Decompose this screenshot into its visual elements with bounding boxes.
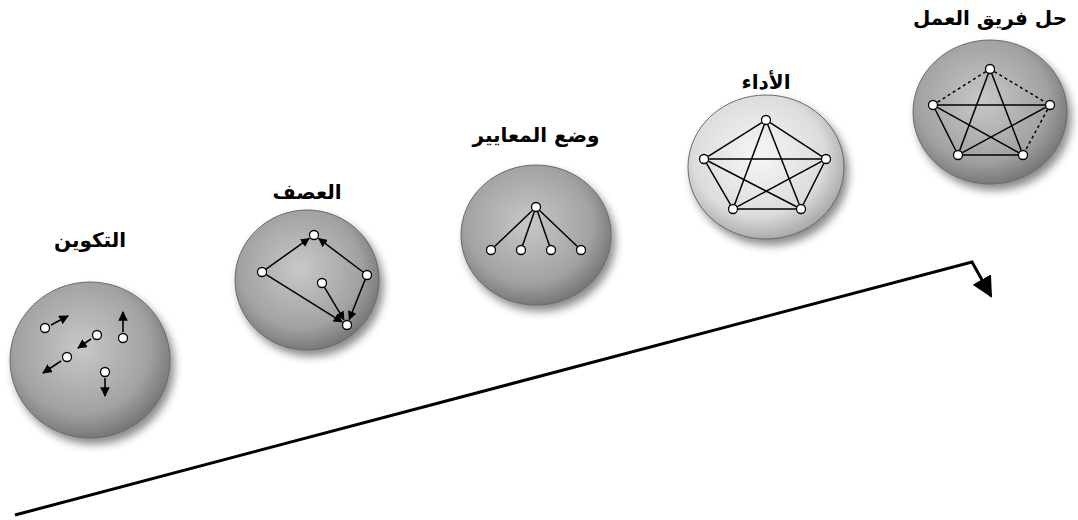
member-link — [938, 104, 1045, 106]
stage-circle: وضع المعايير — [461, 123, 611, 305]
stage-disc-fill — [235, 210, 379, 350]
member-dot — [822, 155, 831, 164]
member-link — [708, 161, 796, 206]
stage-disc — [901, 28, 1078, 196]
member-dot — [797, 205, 806, 214]
member-dot — [343, 321, 352, 330]
member-dot — [487, 246, 496, 255]
member-link — [540, 210, 578, 246]
stage-disc-fill — [688, 95, 844, 239]
member-link — [708, 123, 762, 157]
member-link — [319, 239, 363, 272]
member-link — [707, 163, 731, 204]
member-dot — [954, 151, 963, 160]
member-link — [538, 212, 550, 246]
member-link — [738, 208, 796, 210]
member-link — [1025, 109, 1047, 150]
member-dot — [318, 279, 327, 288]
member-dot — [41, 324, 50, 333]
member-dot — [93, 331, 102, 340]
stage-disc — [676, 83, 856, 251]
stage-circle: حل فريق العمل — [907, 6, 1073, 184]
stage-disc-fill — [913, 40, 1067, 184]
stage-label: حل فريق العمل — [907, 6, 1073, 30]
member-link — [937, 72, 986, 103]
stage-circle: التكوين — [10, 228, 170, 438]
member-dot — [1019, 151, 1028, 160]
member-dot — [1046, 101, 1055, 110]
motion-arrow — [51, 316, 68, 325]
member-link — [709, 158, 821, 160]
member-link — [937, 107, 1018, 152]
member-link — [325, 287, 344, 320]
member-link — [963, 154, 1018, 156]
member-dot — [258, 268, 267, 277]
member-dot — [119, 334, 128, 343]
member-dot — [101, 368, 110, 377]
member-link — [523, 212, 535, 246]
member-link — [349, 280, 365, 320]
member-dot — [63, 353, 72, 362]
member-dot — [762, 116, 771, 125]
stage-label: الأداء — [688, 70, 844, 94]
stage-circle: الأداء — [688, 70, 844, 239]
motion-arrow — [43, 361, 61, 373]
member-link — [266, 238, 309, 269]
stage-label: التكوين — [10, 228, 170, 252]
member-dot — [577, 246, 586, 255]
motion-arrow — [104, 378, 106, 396]
member-link — [768, 125, 799, 205]
stage-disc-fill — [10, 282, 170, 438]
member-dot — [929, 101, 938, 110]
stage-disc-fill — [461, 165, 611, 305]
member-dot — [547, 246, 556, 255]
member-link — [935, 109, 956, 150]
member-link — [994, 72, 1045, 103]
stage-disc — [449, 153, 623, 317]
member-dot — [363, 271, 372, 280]
member-dot — [517, 246, 526, 255]
member-link — [737, 161, 821, 206]
member-dot — [986, 65, 995, 74]
member-dot — [310, 231, 319, 240]
member-link — [495, 210, 533, 246]
stage-circle: العصف — [235, 180, 379, 350]
stage-disc — [0, 270, 182, 450]
motion-arrow — [122, 312, 124, 332]
member-dot — [729, 205, 738, 214]
motion-arrow — [78, 339, 91, 348]
stage-label: العصف — [235, 180, 379, 204]
member-dot — [532, 203, 541, 212]
member-dot — [700, 155, 709, 164]
member-link — [962, 107, 1045, 152]
stage-disc — [223, 198, 391, 362]
stage-label: وضع المعايير — [461, 123, 611, 147]
